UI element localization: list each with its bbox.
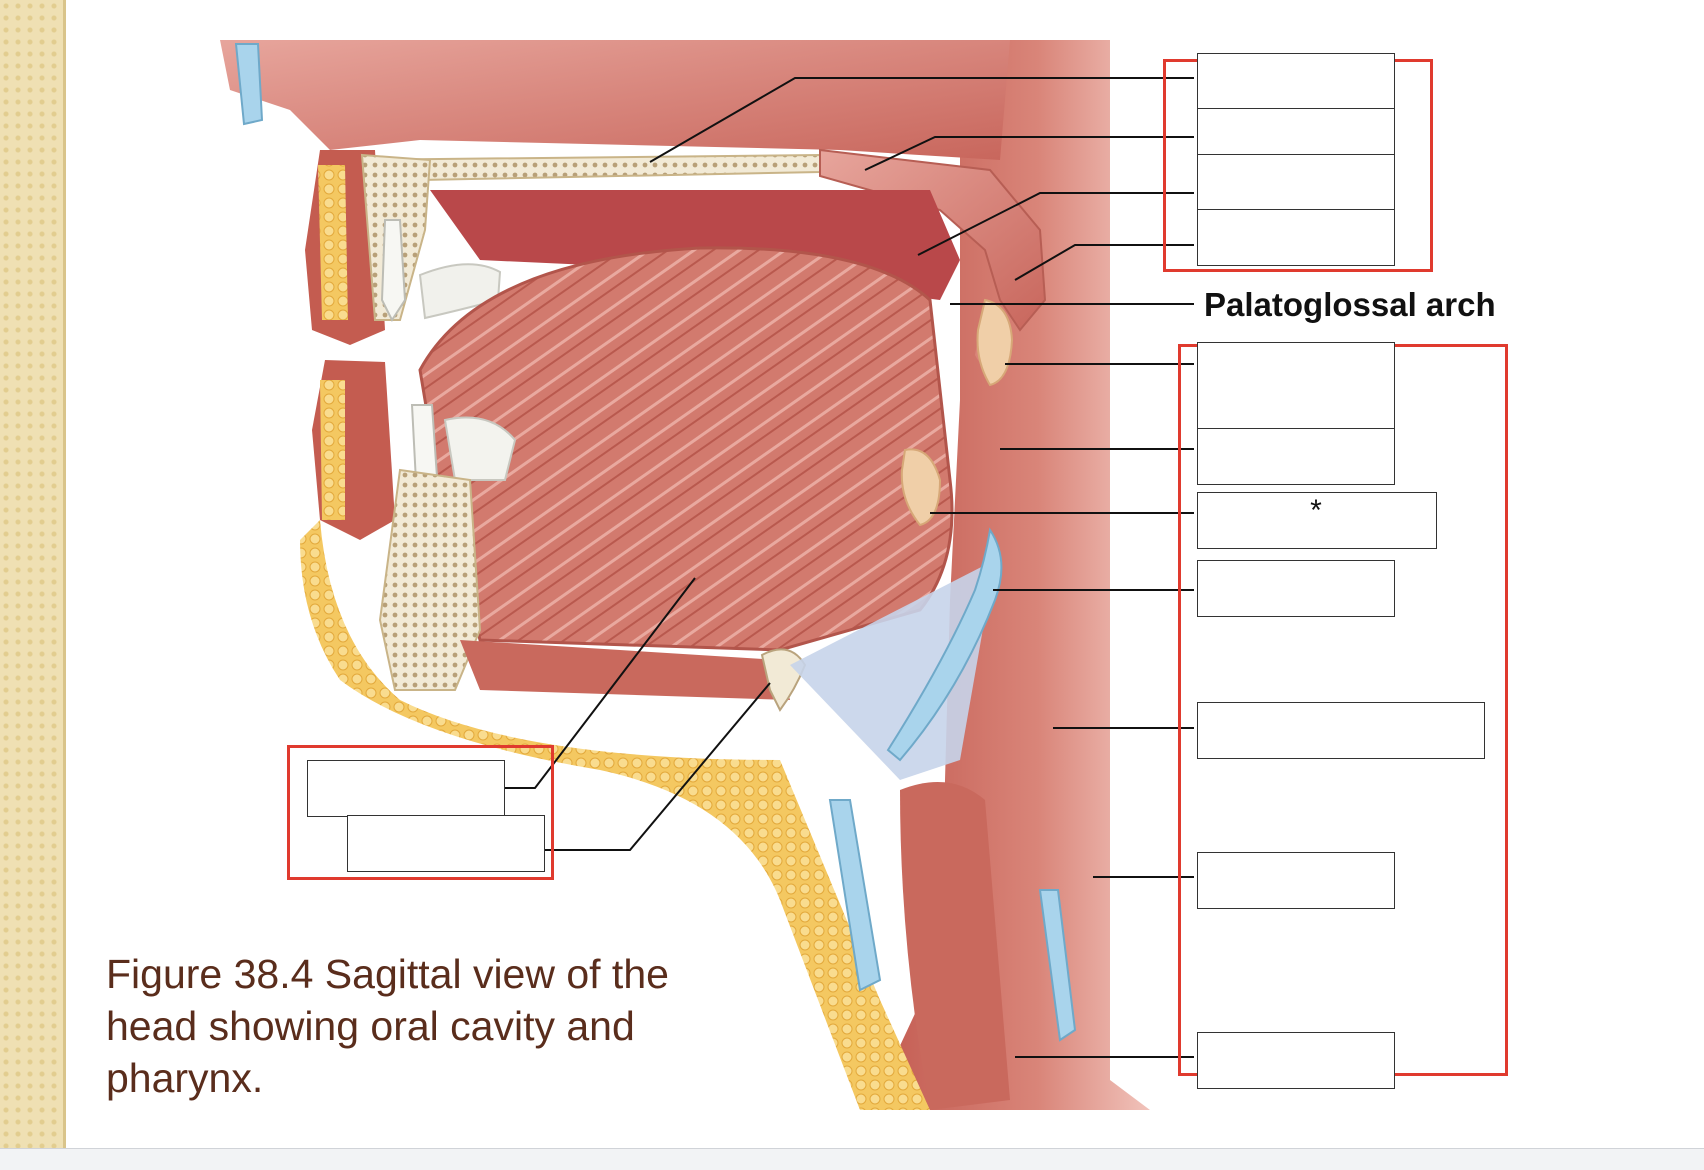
label-box-11[interactable]: [1197, 1032, 1395, 1089]
hyoid-bone: [760, 648, 807, 712]
mandible: [378, 468, 482, 691]
pointer-3: [917, 192, 1194, 256]
nasal-cartilage: [234, 43, 264, 126]
asterisk-marker: *: [1310, 494, 1322, 527]
label-box-5[interactable]: [1197, 342, 1395, 430]
label-box-13[interactable]: [347, 815, 545, 872]
label-box-3[interactable]: [1197, 154, 1395, 211]
slide-side-border: [0, 0, 66, 1148]
pointer-2: [864, 136, 1194, 171]
label-box-8[interactable]: [1197, 560, 1395, 617]
label-box-7[interactable]: [1197, 492, 1437, 549]
viewer-bottom-bar: [0, 1148, 1704, 1170]
pharyngeal-wall: [870, 40, 1150, 1110]
label-box-1[interactable]: [1197, 53, 1395, 110]
neck-fat: [300, 520, 930, 1110]
pointer-13: [545, 682, 771, 851]
upper-lip-fat: [318, 165, 348, 320]
epiglottis: [886, 527, 1003, 762]
label-box-10[interactable]: [1197, 852, 1395, 909]
pointer-12: [505, 577, 696, 789]
palatoglossal-arch-label: Palatoglossal arch: [1204, 286, 1496, 323]
pointer-lines: [505, 77, 1194, 1058]
lower-molar: [443, 416, 517, 481]
label-box-4[interactable]: [1197, 209, 1395, 266]
figure-caption: Figure 38.4 Sagittal view of the head sh…: [106, 951, 669, 1101]
palatine-tonsil: [976, 298, 1014, 387]
thyroid-cartilage: [828, 799, 882, 992]
ligament-fan: [790, 560, 995, 780]
label-box-12[interactable]: [307, 760, 505, 817]
label-box-6[interactable]: [1197, 428, 1395, 485]
laryngopharynx: [900, 782, 1010, 1110]
label-box-9[interactable]: [1197, 702, 1485, 759]
frame-lower-left-group: [287, 745, 554, 880]
pointer-1: [649, 77, 1194, 163]
nasal-cavity: [220, 40, 1010, 160]
cricoid-cartilage: [1038, 889, 1077, 1042]
pointer-4: [1014, 244, 1194, 281]
lower-lip-fat: [320, 380, 345, 520]
label-box-2[interactable]: [1197, 108, 1395, 156]
upper-incisor: [380, 219, 407, 323]
